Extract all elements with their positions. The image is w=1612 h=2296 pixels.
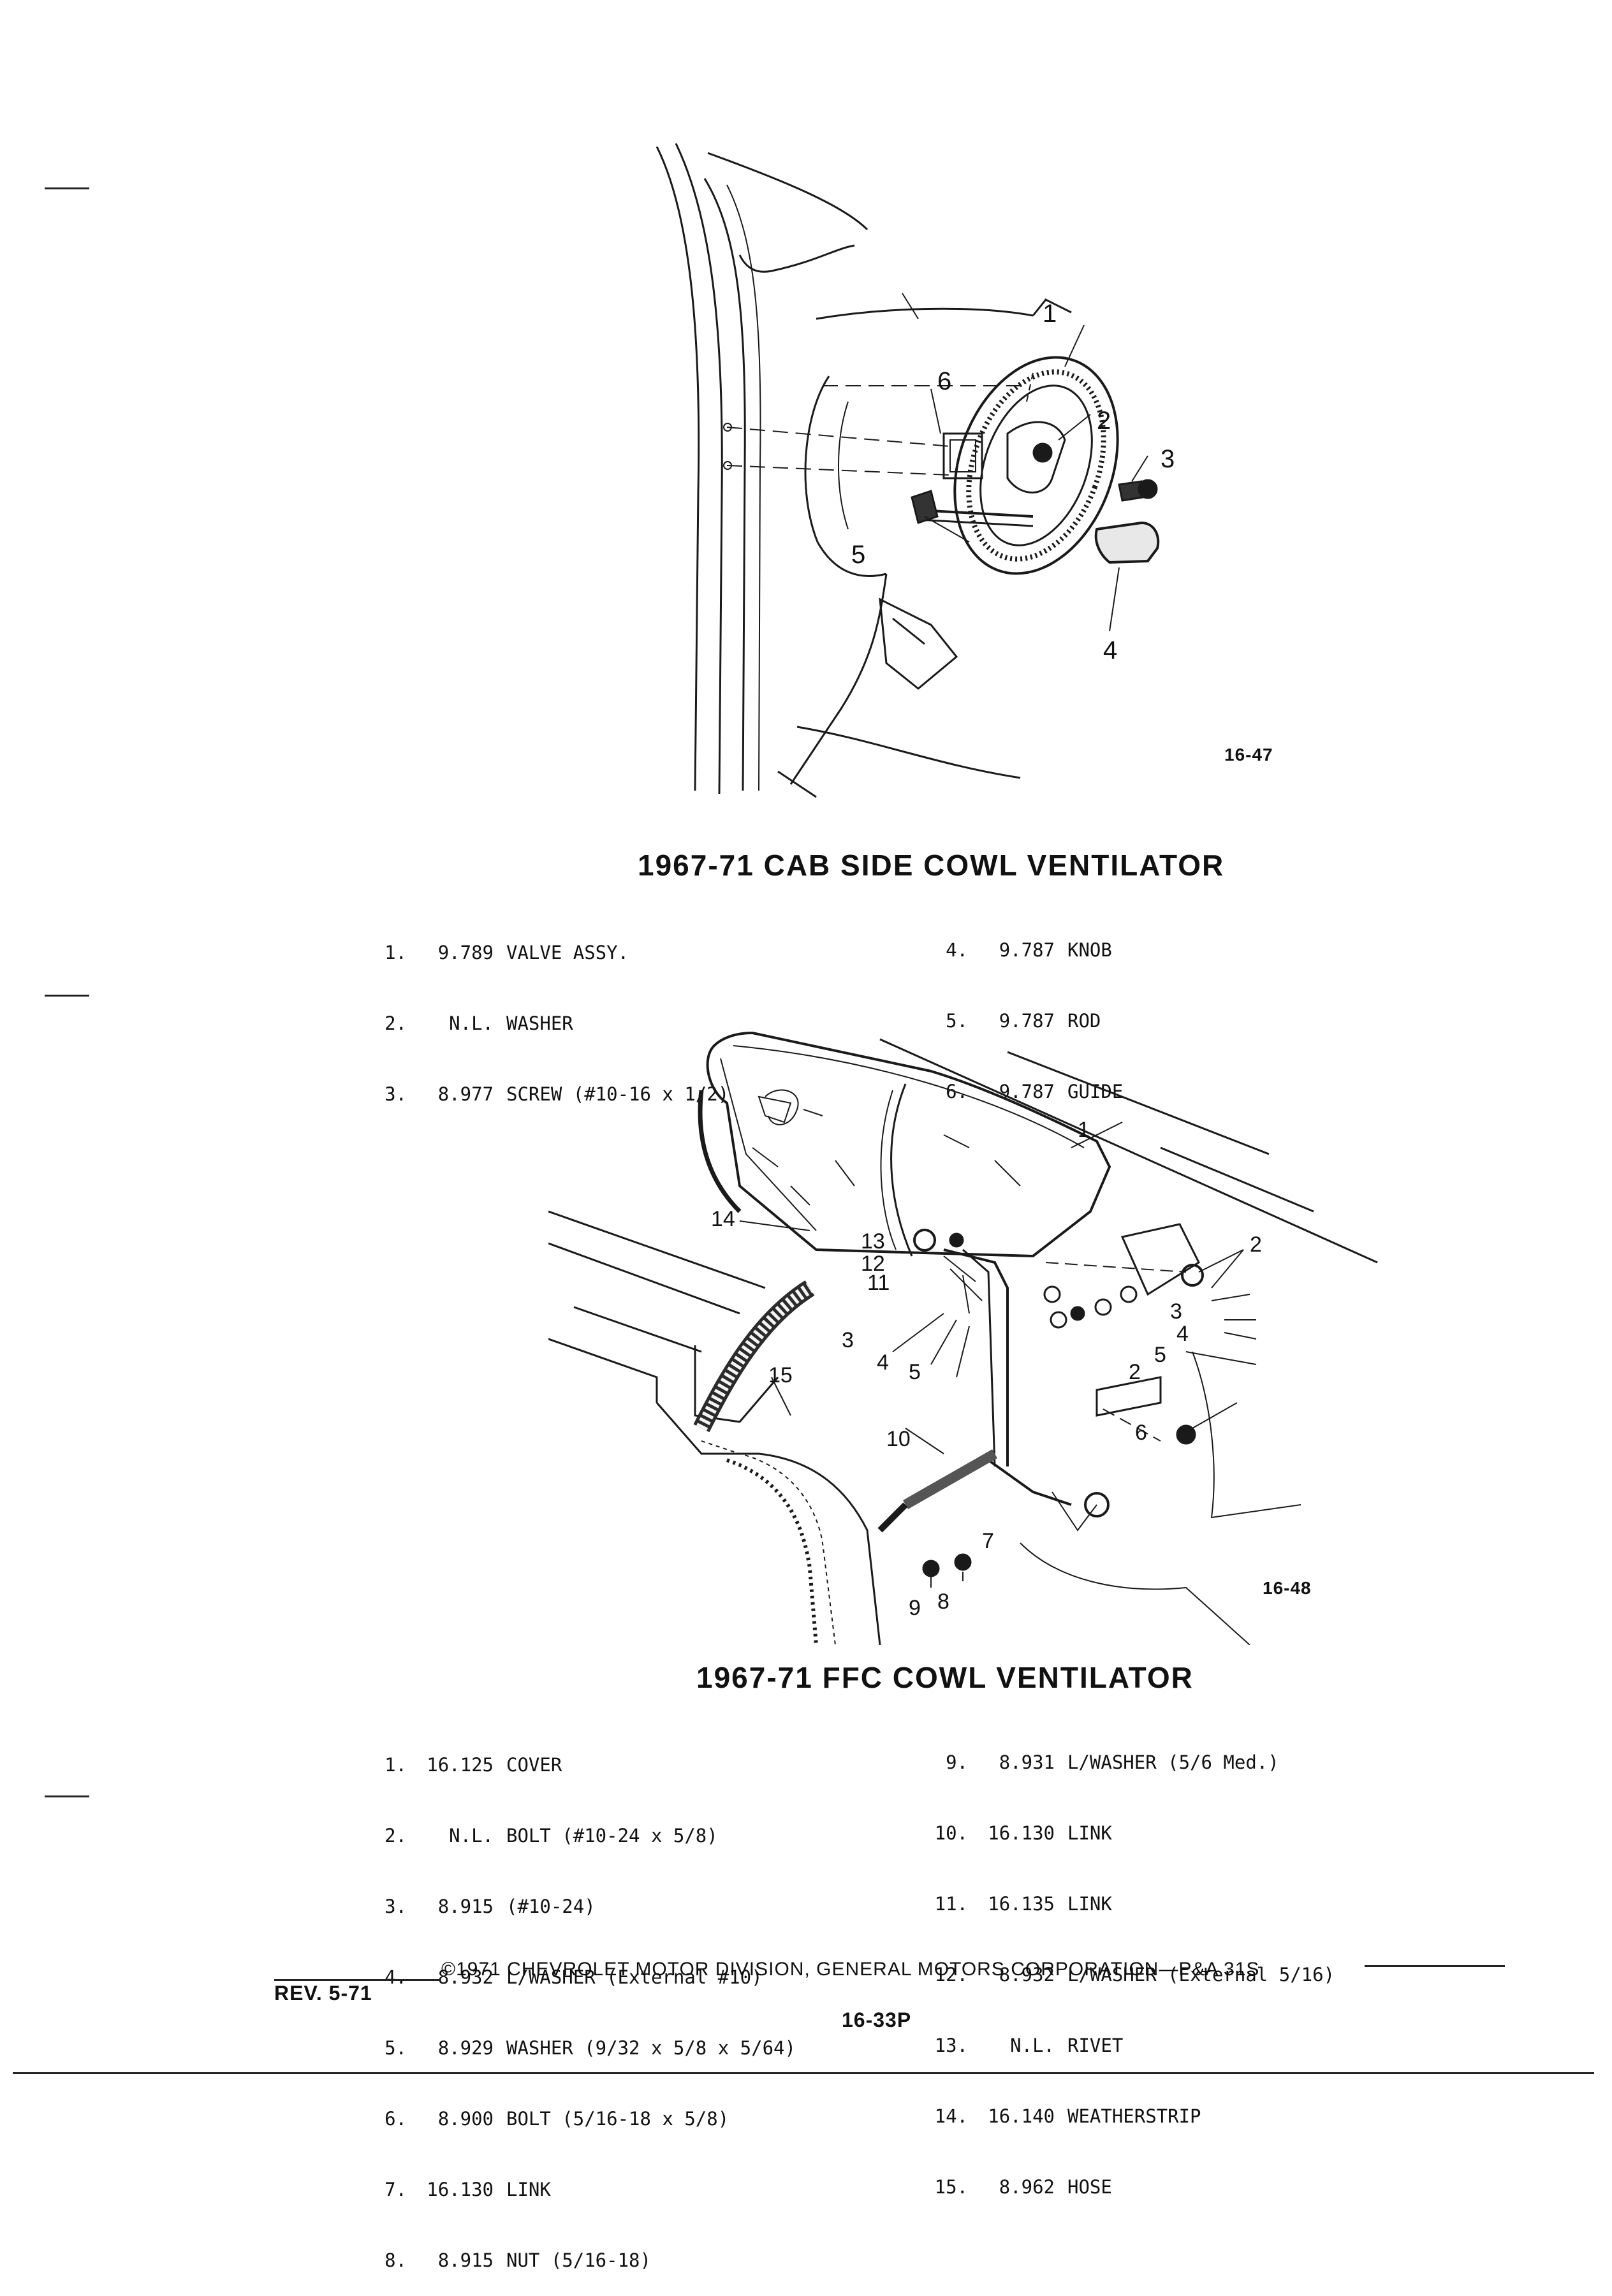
- callout-label: 3: [1170, 1299, 1182, 1324]
- callout-label: 13: [861, 1229, 885, 1254]
- callout-label: 4: [1176, 1322, 1189, 1346]
- callout-label: 1: [1078, 1118, 1090, 1142]
- section-title: 1967-71 FFC COWL VENTILATOR: [696, 1661, 1194, 1694]
- callout-label: 2: [1250, 1232, 1262, 1257]
- callout-label: 6: [1135, 1421, 1147, 1445]
- callout-label: 14: [711, 1207, 735, 1231]
- callout-label: 3: [842, 1328, 854, 1352]
- callout-label: 11: [867, 1271, 890, 1295]
- callout-label: 2: [1097, 407, 1111, 435]
- callout-label: 1: [1043, 300, 1057, 328]
- parts-list-row: 2.N.L.WASHER: [385, 1013, 573, 1034]
- callout-label: 3: [1161, 445, 1175, 473]
- bottom-rule: [13, 2072, 1594, 2074]
- margin-mark: [45, 1795, 89, 1797]
- callout-label: 10: [886, 1427, 911, 1451]
- callout-label: 4: [877, 1350, 889, 1375]
- margin-mark: [45, 187, 89, 189]
- parts-list-row: 3.8.915(#10-24): [385, 1896, 596, 1917]
- callout-label: 12: [861, 1252, 885, 1276]
- figure-number: 16-48: [1263, 1578, 1312, 1598]
- margin-mark: [45, 995, 89, 997]
- parts-list-row: 2.N.L.BOLT (#10-24 x 5/8): [385, 1825, 718, 1846]
- revision-label: REV. 5-71: [274, 1982, 372, 2005]
- copyright-line: ©1971 CHEVROLET MOTOR DIVISION, GENERAL …: [441, 1959, 1260, 1980]
- figure-number: 16-47: [1224, 745, 1273, 764]
- callout-label: 5: [1154, 1343, 1166, 1367]
- parts-list-row: 13.N.L.RIVET: [934, 2035, 1124, 2056]
- callout-label: 5: [909, 1360, 921, 1384]
- page-number: 16-33P: [842, 2008, 912, 2031]
- callout-label: 7: [982, 1529, 994, 1553]
- footer-rule-right: [1365, 1965, 1505, 1967]
- callout-label: 6: [937, 367, 952, 395]
- callout-label: 5: [851, 541, 866, 569]
- callout-label: 2: [1129, 1360, 1141, 1384]
- callout-label: 8: [937, 1590, 949, 1614]
- ffc-cowl-ventilator-drawing: 1 2 3 4 5 2 6 7 8 9 10 11 12 13 14 15 3 …: [548, 1020, 1403, 1645]
- callout-label: 15: [768, 1363, 793, 1387]
- cab-side-cowl-ventilator-drawing: 1 2 3 4 5 6 16-47: [650, 134, 1288, 803]
- footer-rule-left: [274, 1979, 440, 1981]
- section-title: 1967-71 CAB SIDE COWL VENTILATOR: [638, 849, 1225, 882]
- callout-label: 4: [1103, 636, 1118, 664]
- callout-label: 9: [909, 1596, 921, 1620]
